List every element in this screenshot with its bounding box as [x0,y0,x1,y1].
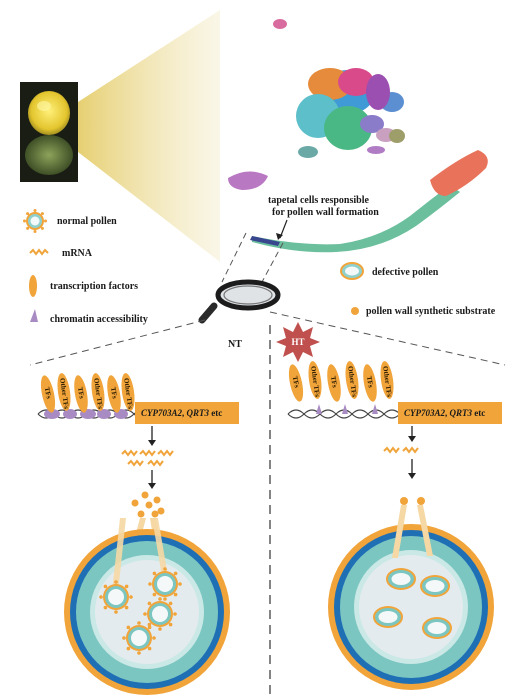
nt-normal-pollen-grains [99,567,182,655]
defective-pollen-label: defective pollen [372,267,439,278]
nt-anther-locule [64,529,230,695]
ht-chromatin-marks [316,404,378,414]
nt-channel-a [112,518,126,592]
nt-substrate-cluster [131,491,165,518]
nt-chromatin-marks [44,409,128,419]
legend-mrna: mRNA [62,248,93,259]
ht-mrna-cluster [383,446,419,454]
umap-cluster-plot [228,19,488,253]
nt-arrowhead-1 [148,440,156,446]
nt-label: NT [228,339,242,350]
legend: normal pollen mRNA transcription factors… [23,209,148,325]
zoom-cone [78,10,220,262]
svg-text:TFs: TFs [365,375,375,388]
ht-substrate-dot-2 [417,497,425,505]
svg-text:TFs: TFs [109,386,119,399]
zoom-dashed-left [221,232,247,283]
nt-gene-box: CYP703A2, QRT3 etc [135,402,239,424]
ht-arrowhead-1 [408,436,416,442]
ht-channel-right [417,505,433,556]
ht-label: HT [291,337,304,347]
substrate-label: pollen wall synthetic substrate [366,306,496,317]
substrate-icon [351,307,359,315]
tapetal-label-line2: for pollen wall formation [272,207,379,218]
ht-channel-left [392,505,407,558]
nt-arrowhead-2 [148,483,156,489]
nt-mrna-cluster [121,449,174,467]
ht-defective-pollen-grains [373,568,452,639]
flower-bud-photo [20,82,78,182]
defective-pollen-icon [340,262,364,280]
chromatin-icon [30,309,38,322]
tapetal-label-line1: tapetal cells responsible [268,195,369,206]
ht-gene-box: CYP703A2, QRT3 etc [398,402,502,424]
legend-transcription-factors: transcription factors [50,281,138,292]
legend-normal-pollen: normal pollen [57,216,117,227]
svg-text:CYP703A2, QRT3 etc: CYP703A2, QRT3 etc [404,408,485,418]
legend-chromatin-accessibility: chromatin accessibility [50,314,148,325]
split-dashed-left [29,319,206,366]
mrna-icon [29,248,49,256]
ht-arrowhead-2 [408,473,416,479]
ht-starburst: HT [276,322,320,362]
ht-substrate-dot-1 [400,497,408,505]
svg-text:CYP703A2, QRT3 etc: CYP703A2, QRT3 etc [141,408,222,418]
svg-text:TFs: TFs [291,375,301,388]
nt-tf-group: TFs Other TFs TFs Other TFs TFs Other TF… [40,373,135,413]
tf-icon [29,275,37,297]
zoom-dashed-right [261,242,284,283]
svg-text:TFs: TFs [76,386,86,399]
ht-anther-locule [328,524,494,690]
ht-tf-group: TFs Other TFs TFs Other TFs TFs Other TF… [288,361,394,402]
tapetal-arrowhead [276,233,283,240]
svg-text:TFs: TFs [329,375,339,388]
split-dashed-right [269,311,506,366]
svg-text:TFs: TFs [43,386,53,399]
magnifier-icon [198,279,281,324]
